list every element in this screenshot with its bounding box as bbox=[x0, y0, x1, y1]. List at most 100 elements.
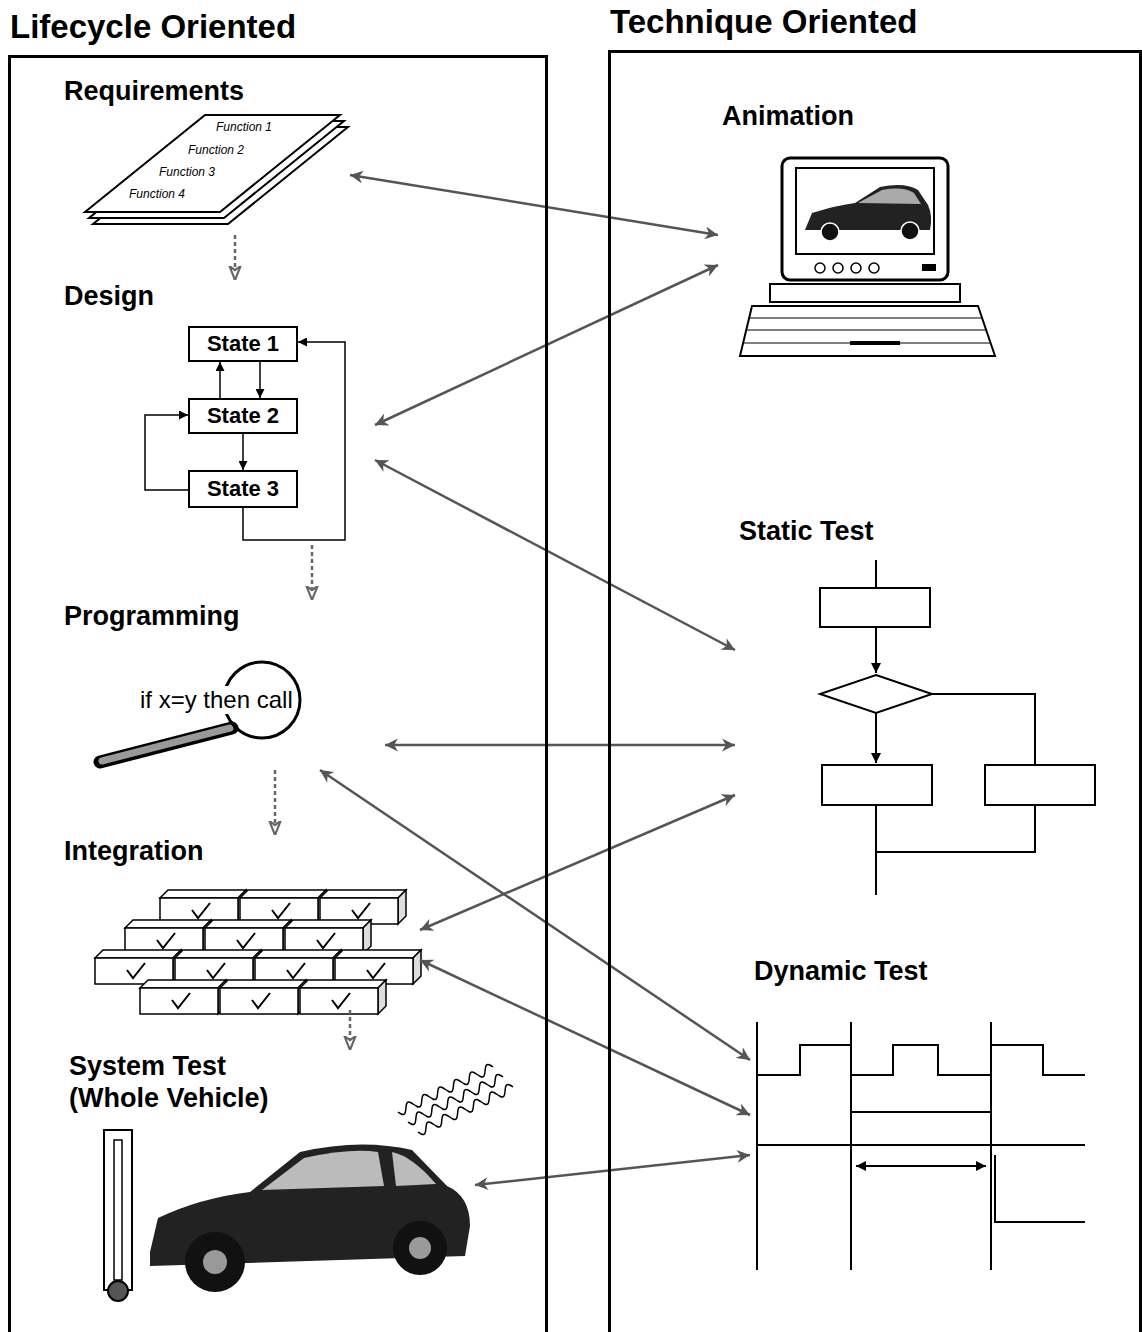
flow-decision bbox=[820, 675, 932, 713]
signal-trace bbox=[851, 1111, 991, 1113]
keyboard-row bbox=[743, 343, 990, 344]
flow-line bbox=[876, 805, 1035, 852]
code-text: if x=y then call bbox=[138, 686, 295, 714]
monitor-button bbox=[869, 263, 879, 273]
panel-heading: Technique Oriented bbox=[610, 3, 917, 41]
check-mark bbox=[272, 903, 290, 918]
brick-top bbox=[240, 890, 326, 898]
state-label: State 3 bbox=[207, 476, 279, 502]
state-box: State 3 bbox=[188, 470, 298, 508]
brick-top bbox=[335, 950, 421, 958]
monitor-button bbox=[815, 263, 825, 273]
thermometer bbox=[104, 1130, 132, 1290]
check-mark bbox=[172, 993, 190, 1008]
brick-side bbox=[413, 950, 421, 984]
keyboard bbox=[740, 306, 995, 356]
brick-top bbox=[95, 950, 181, 958]
transition-arrow bbox=[259, 362, 261, 398]
brick-top bbox=[300, 980, 386, 988]
flow-line bbox=[875, 560, 877, 588]
brick-top bbox=[160, 890, 246, 898]
brick-top bbox=[320, 890, 406, 898]
monitor-screen bbox=[796, 168, 934, 254]
vehicle-hub bbox=[409, 1237, 431, 1259]
flow-line bbox=[932, 694, 1035, 765]
screen-car-wheel bbox=[901, 222, 919, 240]
stage-heading: Animation bbox=[718, 100, 858, 132]
check-mark bbox=[252, 993, 270, 1008]
technique-link bbox=[420, 795, 735, 930]
stage-group: Static Test bbox=[735, 515, 1100, 900]
heat-waves bbox=[398, 1064, 513, 1134]
monitor bbox=[782, 158, 948, 280]
column-panel: Technique OrientedAnimationStatic TestDy… bbox=[608, 50, 1142, 1332]
stage-group: System Test (Whole Vehicle) bbox=[65, 1050, 475, 1310]
brick-top bbox=[285, 920, 371, 928]
monitor-switch bbox=[922, 264, 936, 271]
flow-step bbox=[820, 588, 930, 627]
check-mark bbox=[332, 993, 350, 1008]
check-mark bbox=[352, 903, 370, 918]
transition-arrow bbox=[243, 342, 345, 540]
stage-group: Dynamic Test bbox=[750, 955, 1095, 1275]
flow-line bbox=[875, 713, 877, 763]
flow-arrow bbox=[274, 770, 277, 835]
magnifier-handle bbox=[100, 728, 232, 762]
brick bbox=[160, 890, 246, 924]
check-mark bbox=[207, 963, 225, 978]
flow-arrow bbox=[349, 1010, 352, 1050]
brick bbox=[300, 980, 386, 1014]
keyboard-spacebar bbox=[850, 341, 900, 345]
check-mark bbox=[287, 963, 305, 978]
flow-step bbox=[822, 765, 932, 805]
stage-heading: Programming bbox=[60, 600, 244, 632]
keyboard-row bbox=[750, 318, 982, 319]
brick bbox=[175, 950, 261, 984]
flow-step bbox=[985, 765, 1095, 805]
brick-top bbox=[220, 980, 306, 988]
stage-group: Programming bbox=[60, 600, 385, 770]
flow-arrow bbox=[234, 235, 237, 280]
heat-wave bbox=[418, 1084, 513, 1134]
brick-side bbox=[398, 890, 406, 924]
brick bbox=[95, 950, 181, 984]
vehicle-wheel bbox=[185, 1232, 245, 1292]
check-mark bbox=[237, 933, 255, 948]
transition-arrow bbox=[145, 415, 188, 490]
brick-top bbox=[140, 980, 226, 988]
stage-group: Animation bbox=[718, 100, 1003, 360]
page-text: Function 1 bbox=[214, 121, 274, 135]
vehicle-hub bbox=[203, 1250, 227, 1274]
technique-link bbox=[420, 960, 750, 1115]
vehicle-window bbox=[262, 1151, 384, 1190]
brick-face bbox=[300, 988, 378, 1014]
screen-car-window bbox=[858, 189, 921, 204]
transition-arrow bbox=[242, 434, 244, 470]
brick bbox=[205, 920, 291, 954]
brick-side bbox=[363, 920, 371, 954]
thermometer-bulb bbox=[108, 1281, 128, 1301]
brick bbox=[320, 890, 406, 924]
monitor-button bbox=[833, 263, 843, 273]
state-label: State 1 bbox=[207, 331, 279, 357]
brick-side bbox=[378, 980, 386, 1014]
keyboard-row bbox=[746, 330, 986, 331]
technique-link bbox=[475, 1155, 750, 1185]
state-label: State 2 bbox=[207, 403, 279, 429]
stage-heading: Design bbox=[60, 280, 158, 312]
brick bbox=[240, 890, 326, 924]
brick-top bbox=[125, 920, 211, 928]
brick bbox=[140, 980, 226, 1014]
screen-car-wheel bbox=[821, 223, 839, 241]
stage-heading: Static Test bbox=[735, 515, 878, 547]
stage-group: DesignState 1 State 2 State 3 bbox=[60, 280, 375, 545]
technique-link bbox=[385, 744, 735, 747]
brick-wall bbox=[95, 890, 421, 1014]
brick bbox=[335, 950, 421, 984]
check-mark bbox=[127, 963, 145, 978]
stage-heading: Integration bbox=[60, 835, 208, 867]
stage-heading: System Test (Whole Vehicle) bbox=[65, 1050, 321, 1114]
brick bbox=[255, 950, 341, 984]
computer-base bbox=[770, 284, 960, 302]
